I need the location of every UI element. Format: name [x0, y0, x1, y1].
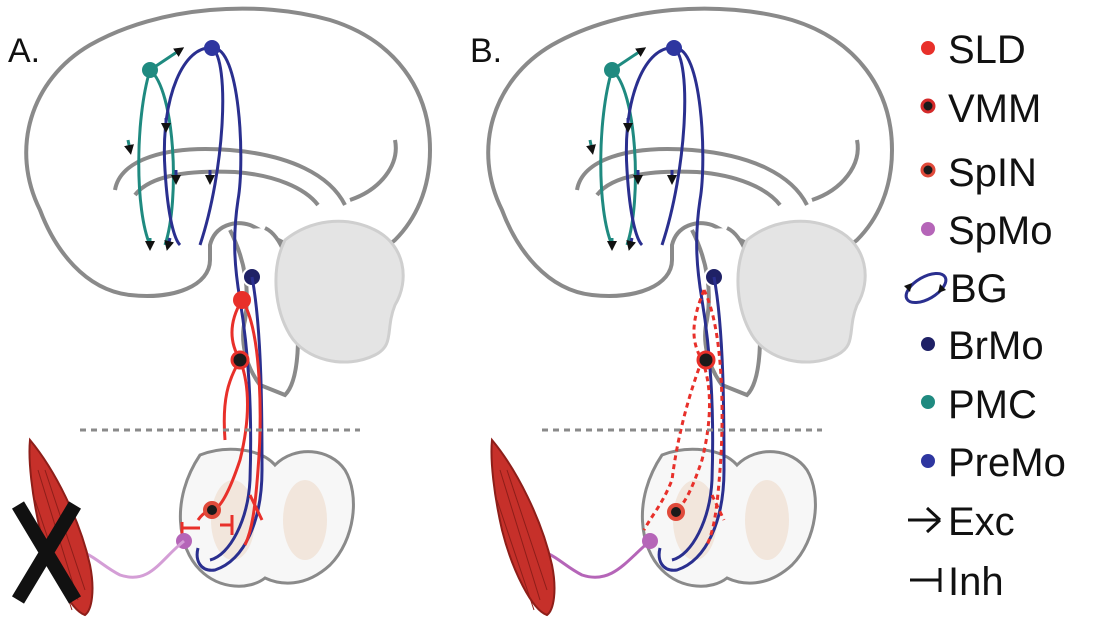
panel-a-premo-dot [204, 40, 220, 56]
legend-item-brmo: BrMo [921, 324, 1044, 368]
panel-b: B. [470, 9, 892, 615]
legend-item-premo: PreMo [921, 441, 1066, 485]
legend-item-pmc: PMC [921, 383, 1037, 427]
panel-a-brain [26, 9, 430, 587]
legend-label-inh: Inh [948, 560, 1004, 604]
legend: SLD VMM SpIN SpMo BG BrMo PM [901, 28, 1065, 604]
excitatory-synapse-icon [908, 508, 940, 532]
panel-b-spin-dot [669, 505, 683, 519]
blue-dot-icon [921, 454, 935, 468]
legend-label-bg: BG [950, 267, 1008, 311]
panel-b-brain [488, 9, 892, 587]
teal-dot-icon [921, 395, 935, 409]
panel-a: A. [8, 9, 430, 615]
panel-b-muscle [491, 440, 554, 615]
panel-b-label: B. [470, 32, 502, 70]
legend-item-spin: SpIN [922, 151, 1037, 195]
legend-label-sld: SLD [948, 28, 1026, 72]
legend-label-brmo: BrMo [948, 324, 1044, 368]
panel-b-premo-dot [666, 40, 682, 56]
navy-dot-icon [921, 337, 935, 351]
legend-item-bg: BG [901, 267, 1007, 311]
legend-item-inh: Inh [910, 560, 1004, 604]
panel-a-vmm-dot [232, 352, 248, 368]
ringed-dot-icon [922, 164, 934, 176]
legend-item-sld: SLD [921, 28, 1026, 72]
legend-item-vmm: VMM [922, 87, 1041, 131]
red-dot-icon [921, 41, 935, 55]
legend-label-pmc: PMC [948, 383, 1037, 427]
legend-label-exc: Exc [948, 500, 1015, 544]
legend-label-spmo: SpMo [948, 209, 1053, 253]
magenta-dot-icon [921, 222, 935, 236]
red-ringed-dark-dot-icon [922, 100, 934, 112]
panel-b-vmm-dot [698, 352, 714, 368]
legend-label-vmm: VMM [948, 87, 1041, 131]
legend-label-premo: PreMo [948, 441, 1066, 485]
loop-arrows-icon [901, 267, 950, 308]
panel-a-label: A. [8, 32, 40, 70]
legend-item-exc: Exc [908, 500, 1015, 544]
panel-a-spin-dot [205, 503, 219, 517]
legend-item-spmo: SpMo [921, 209, 1053, 253]
inhibitory-synapse-icon [910, 568, 940, 592]
legend-label-spin: SpIN [948, 151, 1037, 195]
